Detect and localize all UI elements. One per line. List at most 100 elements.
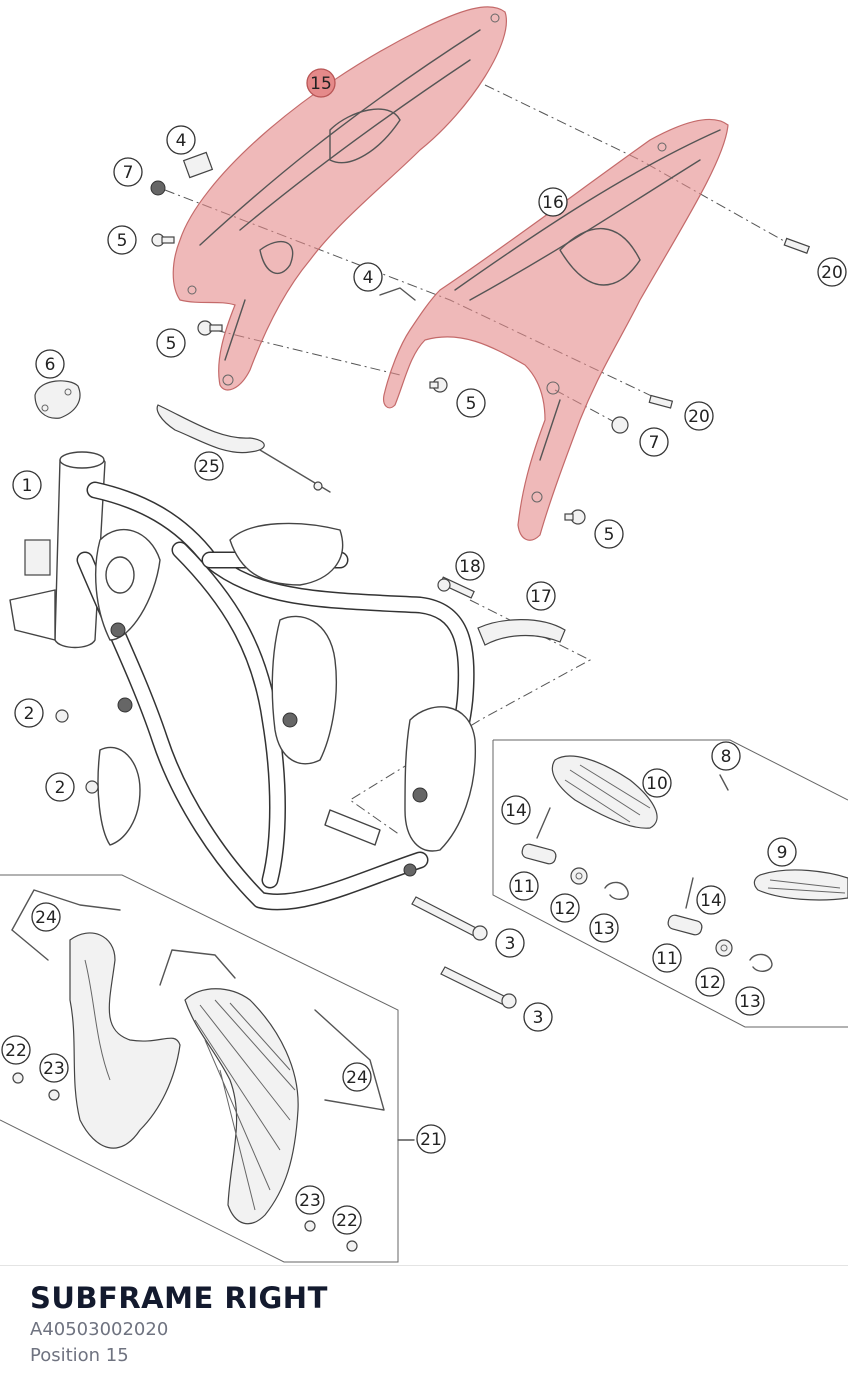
callout-label: 2 <box>55 778 66 798</box>
callout-circle <box>12 470 42 500</box>
callout-circle <box>455 551 485 581</box>
callout-label: 10 <box>646 774 668 794</box>
callout-22[interactable]: 22 <box>332 1205 362 1235</box>
chain-slider-part <box>437 576 566 646</box>
main-frame-part <box>9 451 477 911</box>
callout-circle <box>107 225 137 255</box>
callout-circle <box>353 262 383 292</box>
callout-circle <box>523 1002 553 1032</box>
callout-circle <box>767 837 797 867</box>
callout-5[interactable]: 5 <box>156 328 186 358</box>
callout-25[interactable]: 25 <box>194 451 224 481</box>
callout-label: 6 <box>45 355 56 375</box>
callout-5[interactable]: 5 <box>456 388 486 418</box>
callout-13[interactable]: 13 <box>735 986 765 1016</box>
callout-16[interactable]: 16 <box>538 187 568 217</box>
callout-circle <box>509 871 539 901</box>
callout-label: 24 <box>346 1068 368 1088</box>
callout-label: 5 <box>604 525 615 545</box>
callout-label: 15 <box>310 74 332 94</box>
callout-7[interactable]: 7 <box>113 157 143 187</box>
callout-label: 12 <box>699 973 721 993</box>
callout-13[interactable]: 13 <box>589 913 619 943</box>
callout-2[interactable]: 2 <box>14 698 44 728</box>
callout-label: 20 <box>688 407 710 427</box>
callout-label: 13 <box>593 919 615 939</box>
callout-9[interactable]: 9 <box>767 837 797 867</box>
part-position: Position 15 <box>30 1345 129 1366</box>
callout-14[interactable]: 14 <box>501 795 531 825</box>
callout-label: 25 <box>198 457 220 477</box>
callout-label: 20 <box>821 263 843 283</box>
subframe-left-part[interactable] <box>172 6 507 391</box>
callout-5[interactable]: 5 <box>107 225 137 255</box>
callout-20[interactable]: 20 <box>684 401 714 431</box>
tank-part <box>34 380 81 419</box>
callout-circle <box>501 795 531 825</box>
callout-18[interactable]: 18 <box>455 551 485 581</box>
callout-3[interactable]: 3 <box>523 1002 553 1032</box>
callout-circle <box>594 519 624 549</box>
callout-label: 16 <box>542 193 564 213</box>
callout-label: 7 <box>649 433 660 453</box>
callout-label: 12 <box>554 899 576 919</box>
callout-label: 14 <box>505 801 527 821</box>
callout-5[interactable]: 5 <box>594 519 624 549</box>
callout-23[interactable]: 23 <box>295 1185 325 1215</box>
callout-17[interactable]: 17 <box>526 581 556 611</box>
callout-label: 5 <box>466 394 477 414</box>
callout-6[interactable]: 6 <box>35 349 65 379</box>
callout-8[interactable]: 8 <box>711 741 741 771</box>
callout-23[interactable]: 23 <box>39 1053 69 1083</box>
callout-label: 18 <box>459 557 481 577</box>
callout-circle <box>684 401 714 431</box>
callout-12[interactable]: 12 <box>550 893 580 923</box>
callout-circle <box>342 1062 372 1092</box>
part-info-panel: SUBFRAME RIGHT A40503002020 Position 15 <box>0 1265 848 1391</box>
callout-circle <box>14 698 44 728</box>
callout-12[interactable]: 12 <box>695 967 725 997</box>
callout-15[interactable]: 15 <box>306 68 336 98</box>
callout-circle <box>589 913 619 943</box>
callout-label: 22 <box>5 1041 27 1061</box>
subframe-right-part[interactable] <box>383 119 729 541</box>
part-number: A40503002020 <box>30 1319 169 1340</box>
callout-24[interactable]: 24 <box>31 902 61 932</box>
callout-21[interactable]: 21 <box>416 1124 446 1154</box>
strap-part <box>156 404 331 493</box>
callout-11[interactable]: 11 <box>652 943 682 973</box>
callout-circle <box>45 772 75 802</box>
callout-7[interactable]: 7 <box>639 427 669 457</box>
callout-label: 17 <box>530 587 552 607</box>
callout-label: 13 <box>739 992 761 1012</box>
callout-20[interactable]: 20 <box>817 257 847 287</box>
callout-circle <box>39 1053 69 1083</box>
callout-circle <box>166 125 196 155</box>
callout-22[interactable]: 22 <box>1 1035 31 1065</box>
callout-circle <box>416 1124 446 1154</box>
frame-protector-group <box>0 874 415 1263</box>
callout-2[interactable]: 2 <box>45 772 75 802</box>
callout-circle <box>306 68 336 98</box>
callout-circle <box>538 187 568 217</box>
callout-label: 5 <box>117 231 128 251</box>
part-title: SUBFRAME RIGHT <box>30 1281 328 1315</box>
callout-4[interactable]: 4 <box>166 125 196 155</box>
callout-label: 1 <box>22 476 33 496</box>
callout-label: 23 <box>299 1191 321 1211</box>
callout-label: 8 <box>721 747 732 767</box>
callout-label: 2 <box>24 704 35 724</box>
callout-4[interactable]: 4 <box>353 262 383 292</box>
callout-10[interactable]: 10 <box>642 768 672 798</box>
callout-11[interactable]: 11 <box>509 871 539 901</box>
callout-label: 11 <box>513 877 535 897</box>
callout-24[interactable]: 24 <box>342 1062 372 1092</box>
callout-3[interactable]: 3 <box>495 928 525 958</box>
callout-circle <box>695 967 725 997</box>
axle-bolts <box>411 896 517 1009</box>
callout-circle <box>642 768 672 798</box>
callout-14[interactable]: 14 <box>696 885 726 915</box>
callout-1[interactable]: 1 <box>12 470 42 500</box>
